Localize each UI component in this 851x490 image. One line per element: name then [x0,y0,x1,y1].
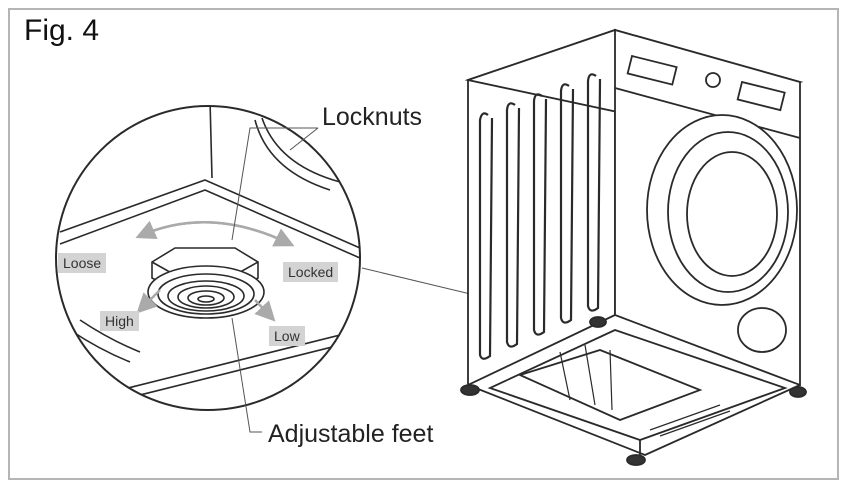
locked-tag: Locked [283,262,339,282]
washing-machine [460,28,807,466]
high-tag: High [100,311,139,331]
low-tag: Low [269,326,305,346]
figure-title: Fig. 4 [24,14,100,47]
loose-tag: Loose [58,253,107,273]
rotate-arrow-reverse-icon [135,220,291,246]
locknuts-label: Locknuts [322,103,423,131]
raise-arrow-icon [136,289,161,314]
lower-arrow-icon [254,299,276,322]
adjustable-feet-label: Adjustable feet [268,420,434,448]
